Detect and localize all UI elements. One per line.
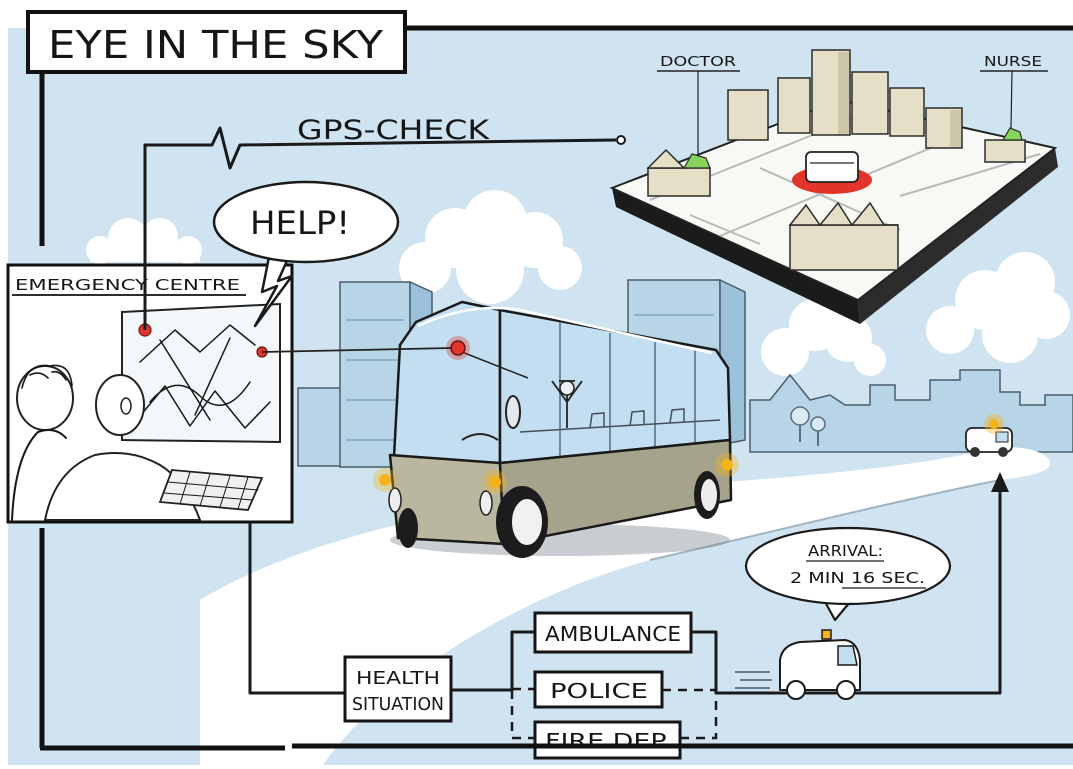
distant-vehicle-light: [989, 419, 999, 429]
factory-body: [790, 225, 898, 270]
distant-vehicle-wheel: [998, 447, 1008, 457]
bus-wheel-front-left: [398, 508, 418, 548]
map-building: [852, 72, 888, 134]
distant-vehicle-wheel: [970, 447, 980, 457]
cloud-puff: [982, 307, 1038, 363]
bus-headlamp-right: [480, 491, 492, 515]
bus-wheel-hub-front: [511, 498, 543, 546]
van-wheel: [787, 681, 805, 699]
nurse-label: NURSE: [984, 55, 1042, 70]
health-situation-line1: HEALTH: [356, 668, 440, 689]
bus-headlamp-left: [389, 488, 401, 512]
page-title: EYE IN THE SKY: [48, 23, 384, 67]
map-building: [890, 88, 924, 136]
map-building-shade: [950, 110, 961, 147]
distant-vehicle-window: [996, 432, 1008, 442]
passenger-head: [560, 381, 574, 395]
arrival-label: ARRIVAL:: [808, 542, 883, 560]
police-label: POLICE: [550, 679, 648, 703]
fire-dep-label: FIRE DEP.: [545, 729, 671, 753]
indicator-light: [721, 459, 733, 471]
map-building: [728, 90, 768, 140]
bus-alarm-light: [451, 341, 465, 355]
indicator-light: [379, 474, 391, 486]
arrival-time: 2 MIN 16 SEC.: [790, 569, 925, 587]
van-wheel: [837, 681, 855, 699]
help-bubble-text: HELP!: [250, 204, 350, 242]
cloud-puff: [854, 344, 886, 376]
emergency-centre-label: EMERGENCY CENTRE: [15, 276, 240, 294]
keyboard: [160, 470, 262, 510]
health-situation-line2: SITUATION: [352, 694, 444, 715]
tree-crown: [791, 407, 809, 425]
emergency-centre-panel: EMERGENCY CENTRE: [8, 265, 292, 522]
van-siren-light: [822, 630, 831, 639]
bus-wheel-hub-rear: [701, 479, 717, 511]
cloud-puff: [456, 236, 524, 304]
map-building: [778, 78, 810, 133]
map-bus-body: [806, 152, 858, 182]
gps-check-endpoint: [617, 136, 625, 144]
van-window: [838, 646, 857, 665]
map-building-shade: [838, 52, 849, 134]
tree-crown: [811, 417, 825, 431]
gps-check-label: GPS-CHECK: [297, 115, 491, 146]
operator-right-ear: [121, 398, 131, 414]
doctor-label: DOCTOR: [660, 55, 736, 70]
map-bus-icon: [806, 152, 858, 182]
operator-right-head: [96, 375, 144, 435]
arrival-bubble-body: [746, 528, 950, 604]
doctor-house-body: [648, 168, 710, 196]
title-box: EYE IN THE SKY: [28, 12, 405, 72]
nurse-house-body: [985, 140, 1025, 162]
indicator-light: [489, 476, 501, 488]
cloud-puff: [538, 246, 582, 290]
low-building-left: [298, 388, 342, 466]
ambulance-label: AMBULANCE: [545, 622, 681, 646]
bus-mirror: [506, 396, 520, 428]
